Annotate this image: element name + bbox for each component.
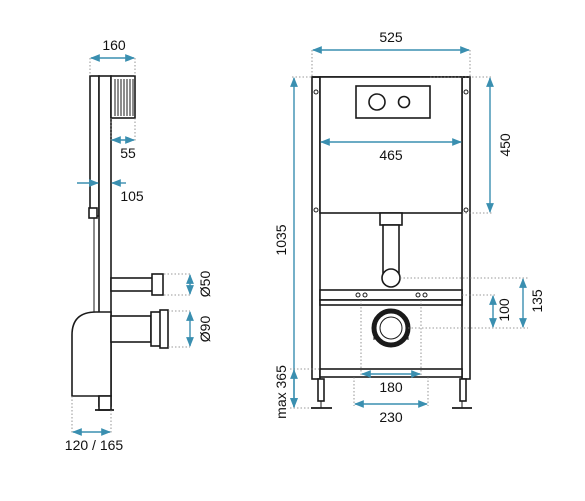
dim-side-55: 55 (120, 145, 136, 161)
dim-front-1035: 1035 (273, 224, 289, 255)
dim-front-525: 525 (379, 29, 403, 45)
dim-side-105: 105 (120, 188, 144, 204)
flush-plate (355, 85, 431, 119)
side-pipe-large (71, 309, 169, 397)
dim-front-180: 180 (379, 379, 403, 395)
dim-side-d90: Ø90 (197, 316, 213, 343)
dim-front-450: 450 (497, 133, 513, 157)
dim-front-230: 230 (379, 409, 403, 425)
dim-front-max-365: max 365 (273, 365, 289, 419)
side-cistern-ribbed (110, 75, 136, 119)
front-bottom-bar (319, 368, 463, 378)
side-view: 160 55 105 Ø50 Ø90 120 / 165 (65, 37, 213, 453)
side-pipe-small (110, 273, 164, 296)
dim-front-465: 465 (379, 147, 403, 163)
side-foot (95, 395, 114, 411)
dim-side-160: 160 (102, 37, 126, 53)
front-view: 525 465 450 1035 max 365 135 100 180 (273, 29, 545, 425)
dim-front-135: 135 (529, 289, 545, 313)
mounting-plate (319, 289, 463, 306)
dim-side-120-165: 120 / 165 (65, 437, 124, 453)
dim-side-d50: Ø50 (197, 271, 213, 298)
dim-front-100: 100 (496, 298, 512, 322)
flush-pipe (379, 212, 403, 288)
waste-outlet (371, 308, 411, 348)
